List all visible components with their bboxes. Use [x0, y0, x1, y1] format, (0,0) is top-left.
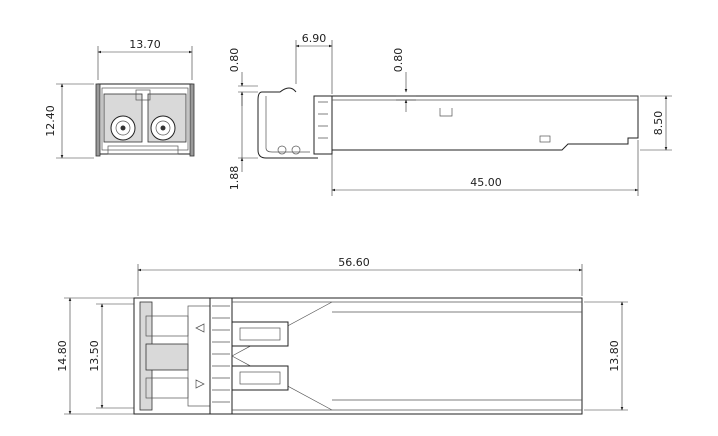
dim-side-length: 45.00	[470, 176, 502, 189]
dim-top-total-length: 56.60	[338, 256, 370, 269]
front-view	[56, 46, 195, 159]
dim-top-body-width: 13.80	[608, 340, 621, 372]
dim-front-width: 13.70	[129, 38, 161, 51]
dim-side-bottom: 1.88	[228, 166, 241, 191]
dim-side-latch-height: 0.80	[228, 48, 241, 73]
dim-side-top-right: 0.80	[392, 48, 405, 73]
dim-top-outer-width: 14.80	[56, 340, 69, 372]
dim-front-height: 12.40	[44, 105, 57, 137]
dim-side-latch-offset: 6.90	[302, 32, 327, 45]
dim-top-inner-width: 13.50	[88, 340, 101, 372]
side-view	[238, 40, 672, 196]
top-view	[64, 264, 628, 415]
dim-side-height: 8.50	[652, 111, 665, 136]
